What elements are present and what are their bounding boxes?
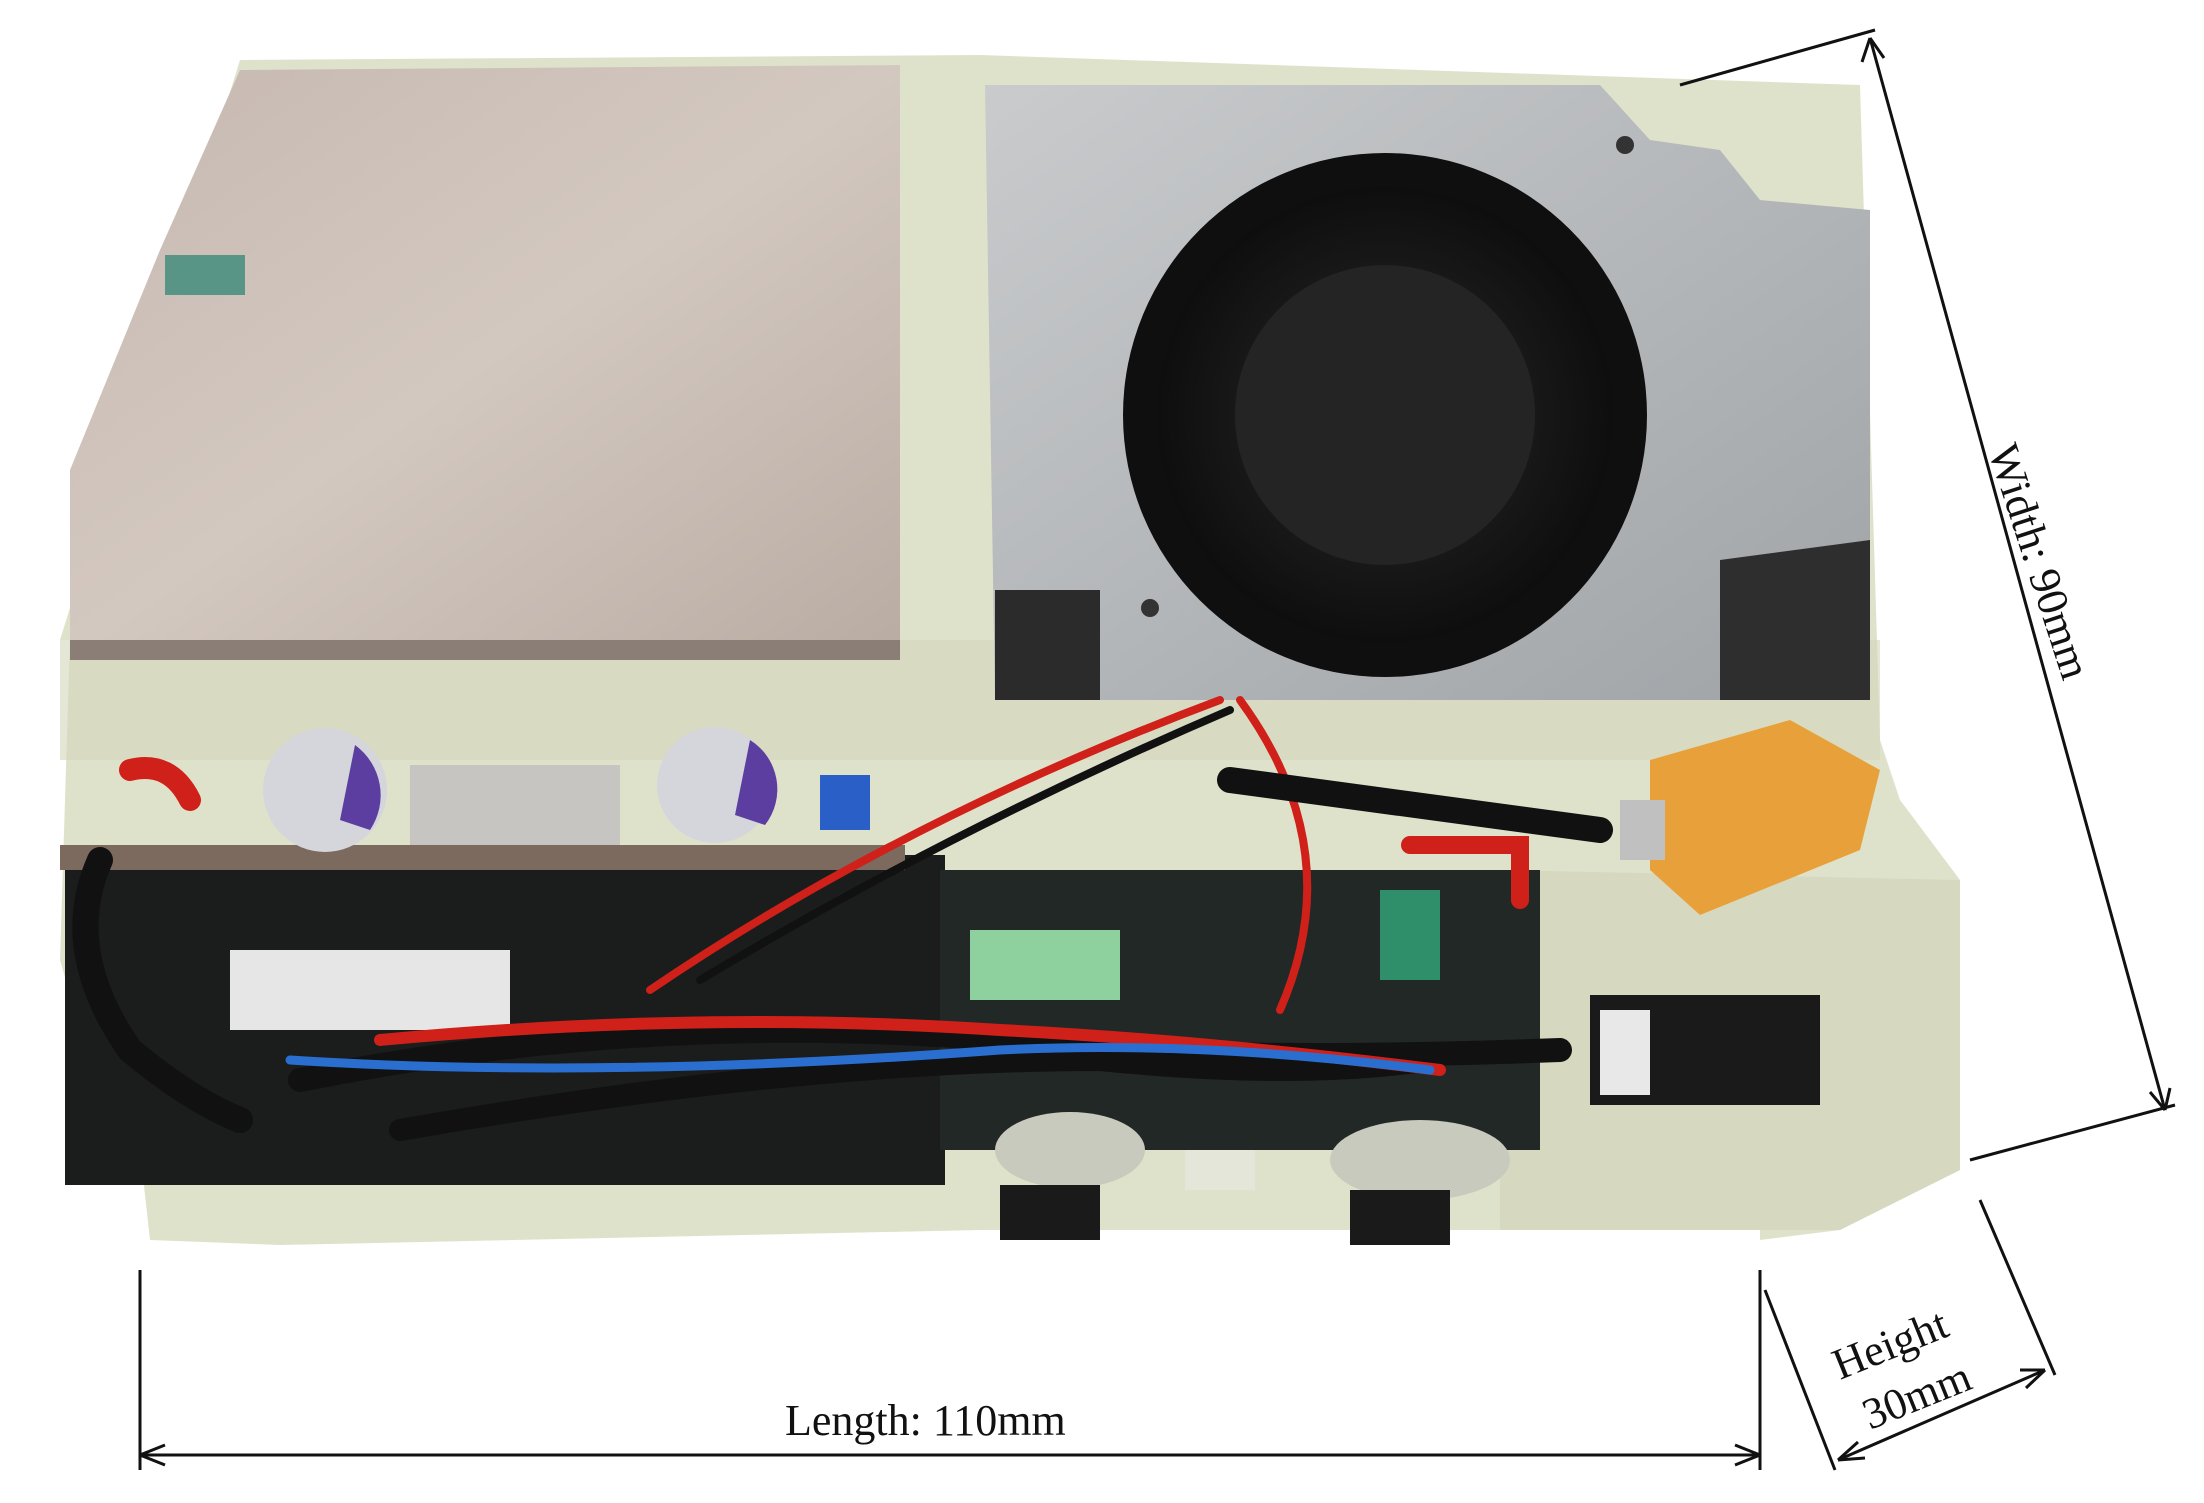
rotary-knobs bbox=[995, 1112, 1510, 1245]
length-label: Length: 110mm bbox=[785, 1396, 1066, 1445]
dc-barrel-jack bbox=[1590, 995, 1820, 1105]
height-dimension-line bbox=[1837, 1368, 2046, 1462]
battery-pack bbox=[70, 65, 900, 660]
circuit-board bbox=[60, 845, 1540, 1185]
terminal-block bbox=[970, 930, 1120, 1000]
blower-fan bbox=[985, 85, 1870, 700]
dimension-annotations bbox=[138, 28, 2176, 1471]
wiring-harness bbox=[72, 696, 1613, 1141]
width-label: Width: 90mm bbox=[1978, 438, 2100, 685]
xt-power-connector bbox=[1620, 720, 1880, 915]
width-dimension-line bbox=[1868, 37, 2167, 1111]
capacitors bbox=[263, 727, 870, 852]
